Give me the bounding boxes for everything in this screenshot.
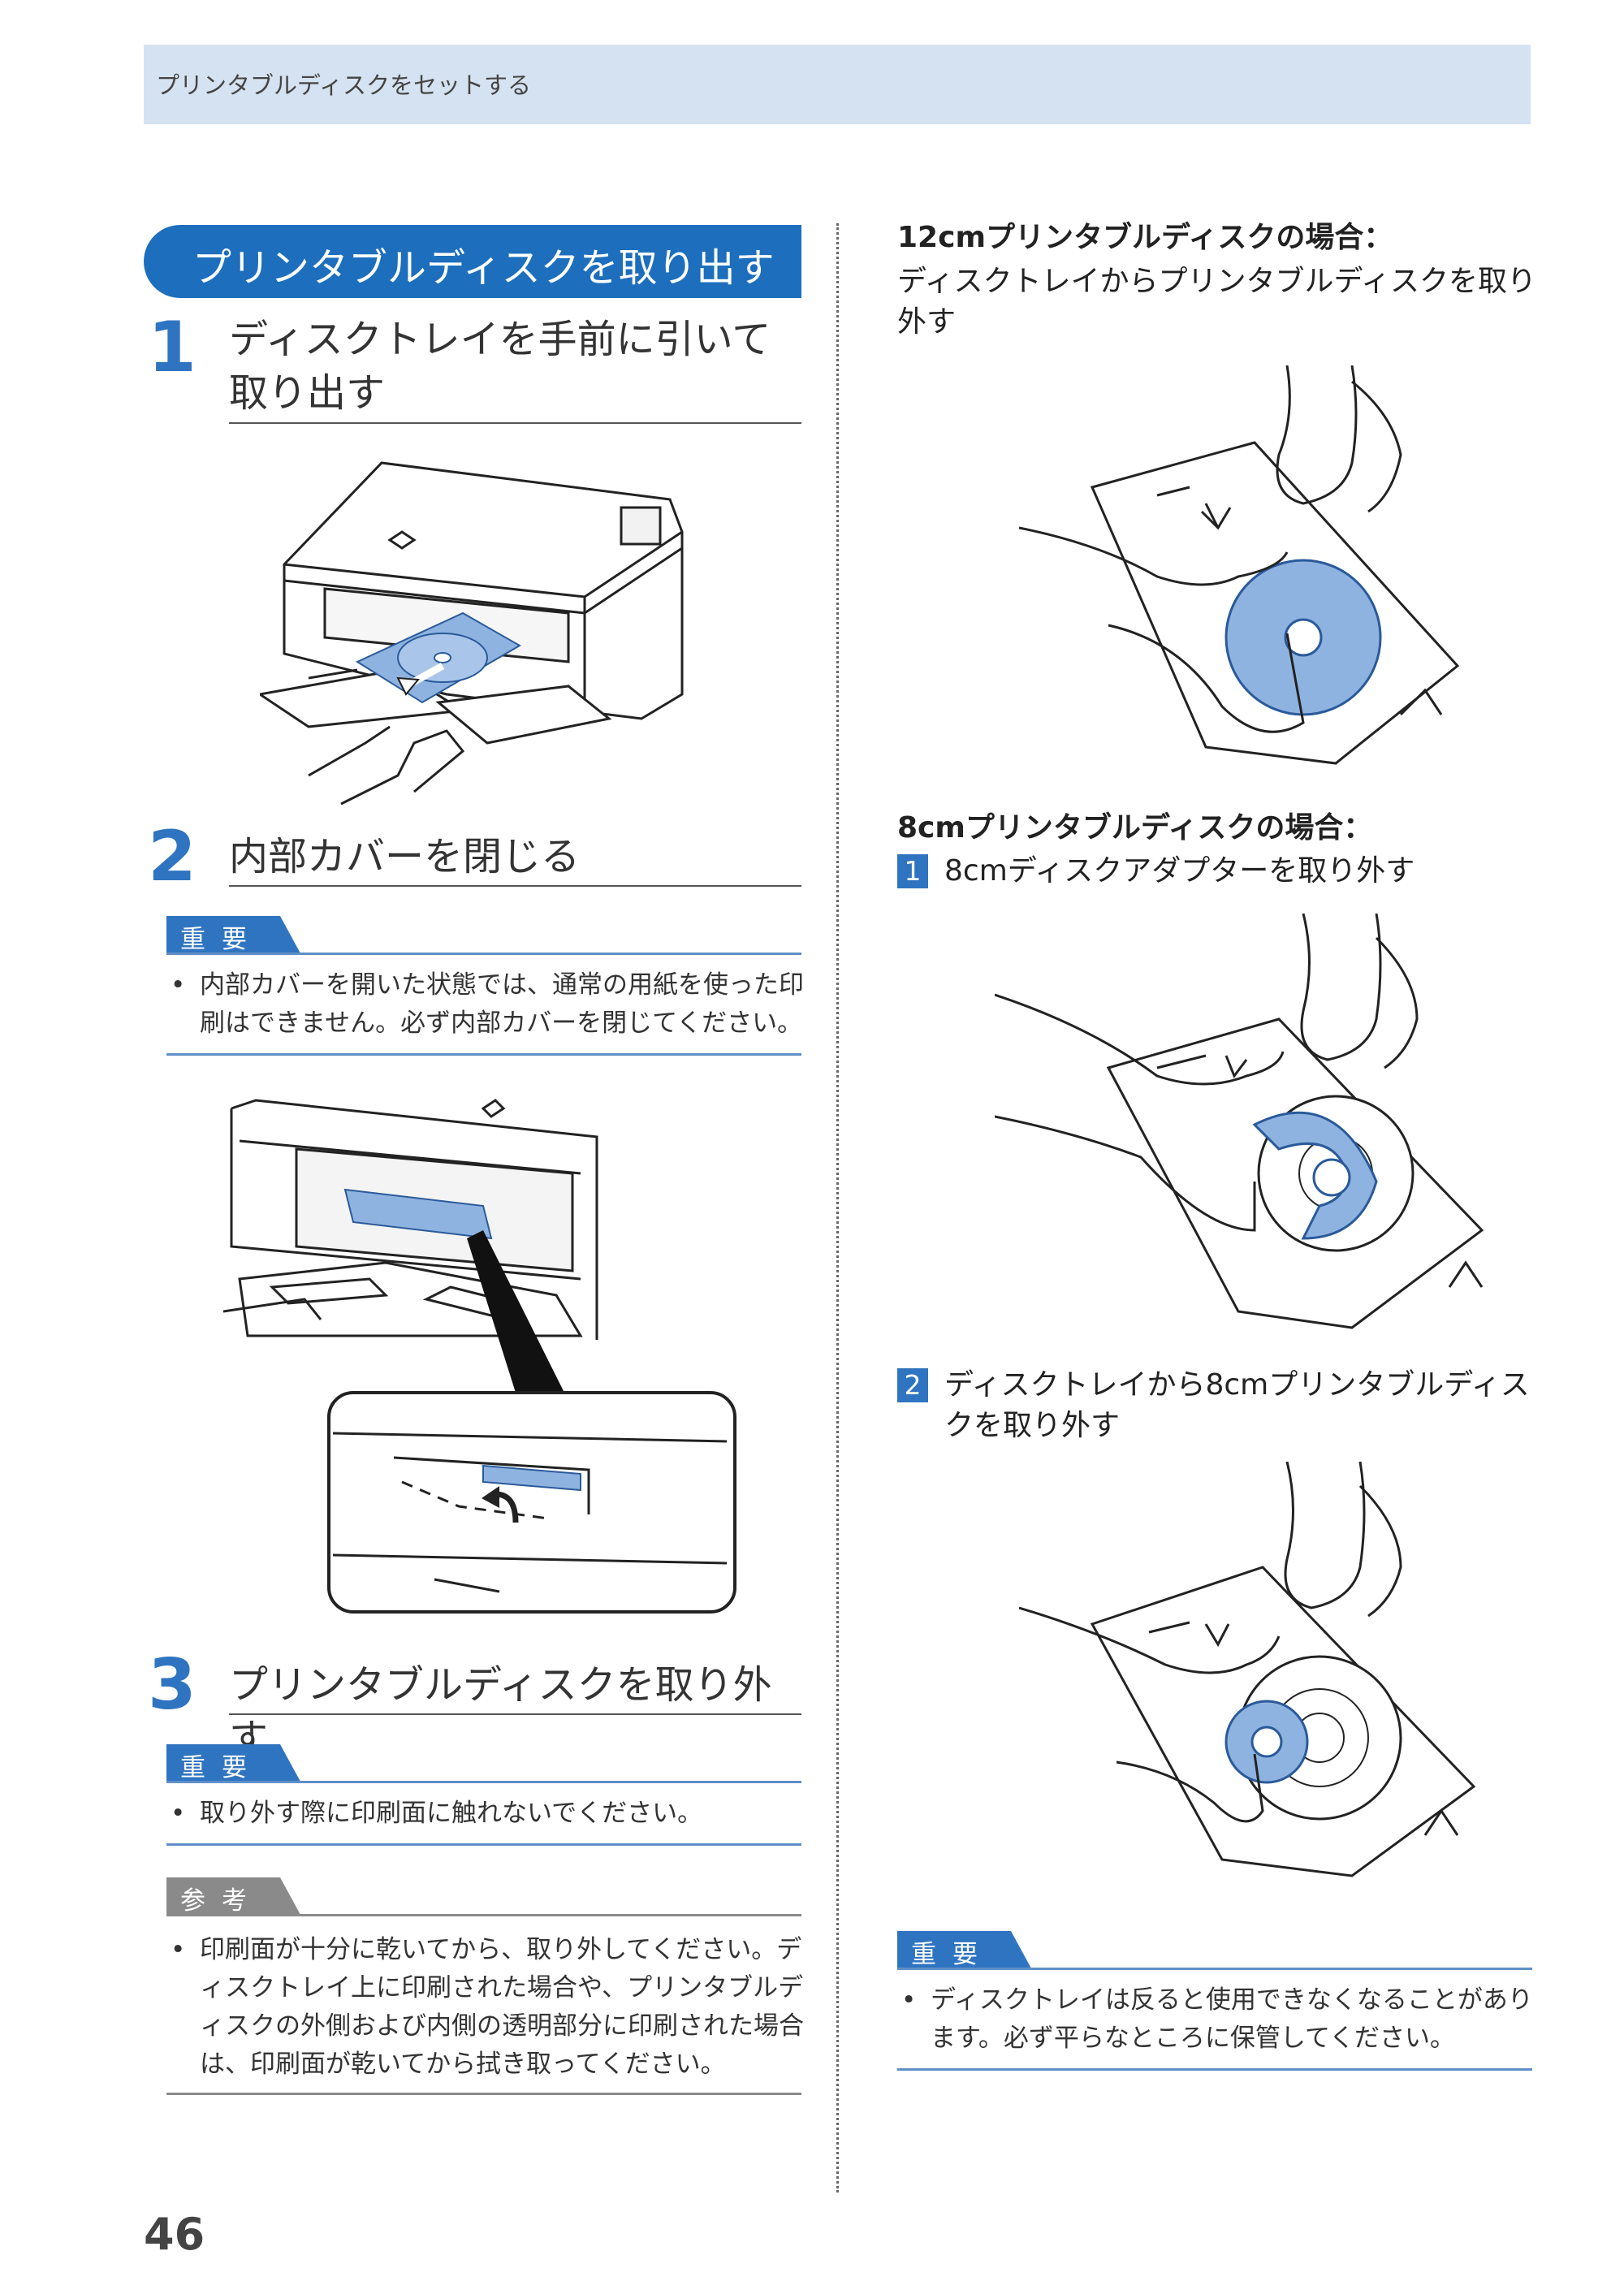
step-2-important-text: 内部カバーを開いた状態では、通常の用紙を使った印刷はできません。必ず内部カバーを…	[200, 970, 804, 1038]
reference-label-tab	[166, 1877, 300, 1915]
step-3-rule	[229, 1713, 801, 1715]
important-rule-top	[166, 953, 801, 955]
case-12cm-text: ディスクトレイからプリンタブルディスクを取り外す	[897, 265, 1536, 339]
step-3-important-text: 取り外す際に印刷面に触れないでください。	[200, 1799, 703, 1828]
disc-adapter-illustration	[995, 914, 1484, 1329]
reference-rule-bottom	[166, 2093, 801, 2095]
page-number: 46	[144, 2209, 205, 2260]
step-3-reference-text: 印刷面が十分に乾いてから、取り外してください。ディスクトレイ上に印刷された場合や…	[200, 1935, 804, 2079]
section-title-banner	[144, 225, 801, 298]
important-rule-bottom	[166, 1053, 801, 1056]
right-important-text: ディスクトレイは反ると使用できなくなることがあります。必ず平らなところに保管して…	[931, 1985, 1533, 2053]
case-12cm-heading: 12cmプリンタブルディスクの場合：	[897, 221, 1393, 254]
bullet-dot-icon: •	[171, 1935, 186, 1964]
important-label-tab	[166, 916, 300, 953]
important-rule-top	[897, 1968, 1532, 1970]
step-1-rule	[229, 422, 801, 424]
substep-1-badge: 1	[897, 854, 928, 888]
step-2-title: 内部カバーを閉じる	[229, 834, 581, 879]
step-3-title: プリンタブルディスクを取り外す	[229, 1662, 772, 1761]
header-band	[144, 45, 1531, 124]
substep-2-text: ディスクトレイから8cmプリンタブルディスクを取り外す	[944, 1368, 1530, 1442]
disc-12cm-illustration	[1019, 365, 1460, 765]
bullet-dot-icon: •	[171, 970, 186, 1000]
important-label: 重要	[180, 1753, 263, 1782]
important-rule-bottom	[897, 2068, 1532, 2071]
important-label: 重要	[911, 1940, 994, 1969]
important-rule-bottom	[166, 1843, 801, 1846]
column-divider	[836, 223, 839, 2192]
step-3-number: 3	[148, 1644, 197, 1726]
important-label-tab	[897, 1931, 1031, 1968]
disc-8cm-illustration	[1019, 1462, 1476, 1877]
substep-1-text: 8cmディスクアダプターを取り外す	[944, 854, 1415, 888]
section-title: プリンタブルディスクを取り出す	[192, 245, 775, 291]
printer-tray-illustration	[260, 461, 684, 806]
reference-rule-top	[166, 1914, 801, 1916]
bullet-dot-icon: •	[171, 1799, 186, 1828]
step-2-rule	[229, 885, 801, 887]
important-rule-top	[166, 1781, 801, 1783]
substep-2-badge: 2	[897, 1368, 928, 1402]
inner-cover-illustration	[223, 1099, 736, 1614]
important-label-tab	[166, 1744, 300, 1782]
step-2-number: 2	[148, 816, 197, 897]
important-label: 重要	[180, 925, 263, 954]
case-8cm-heading: 8cmプリンタブルディスクの場合：	[897, 811, 1373, 845]
step-1-title: ディスクトレイを手前に引いて取り出す	[229, 317, 771, 416]
step-1-number: 1	[148, 307, 197, 388]
bullet-dot-icon: •	[901, 1985, 917, 2015]
header-title: プリンタブルディスクをセットする	[156, 71, 531, 99]
reference-label: 参考	[180, 1886, 263, 1916]
